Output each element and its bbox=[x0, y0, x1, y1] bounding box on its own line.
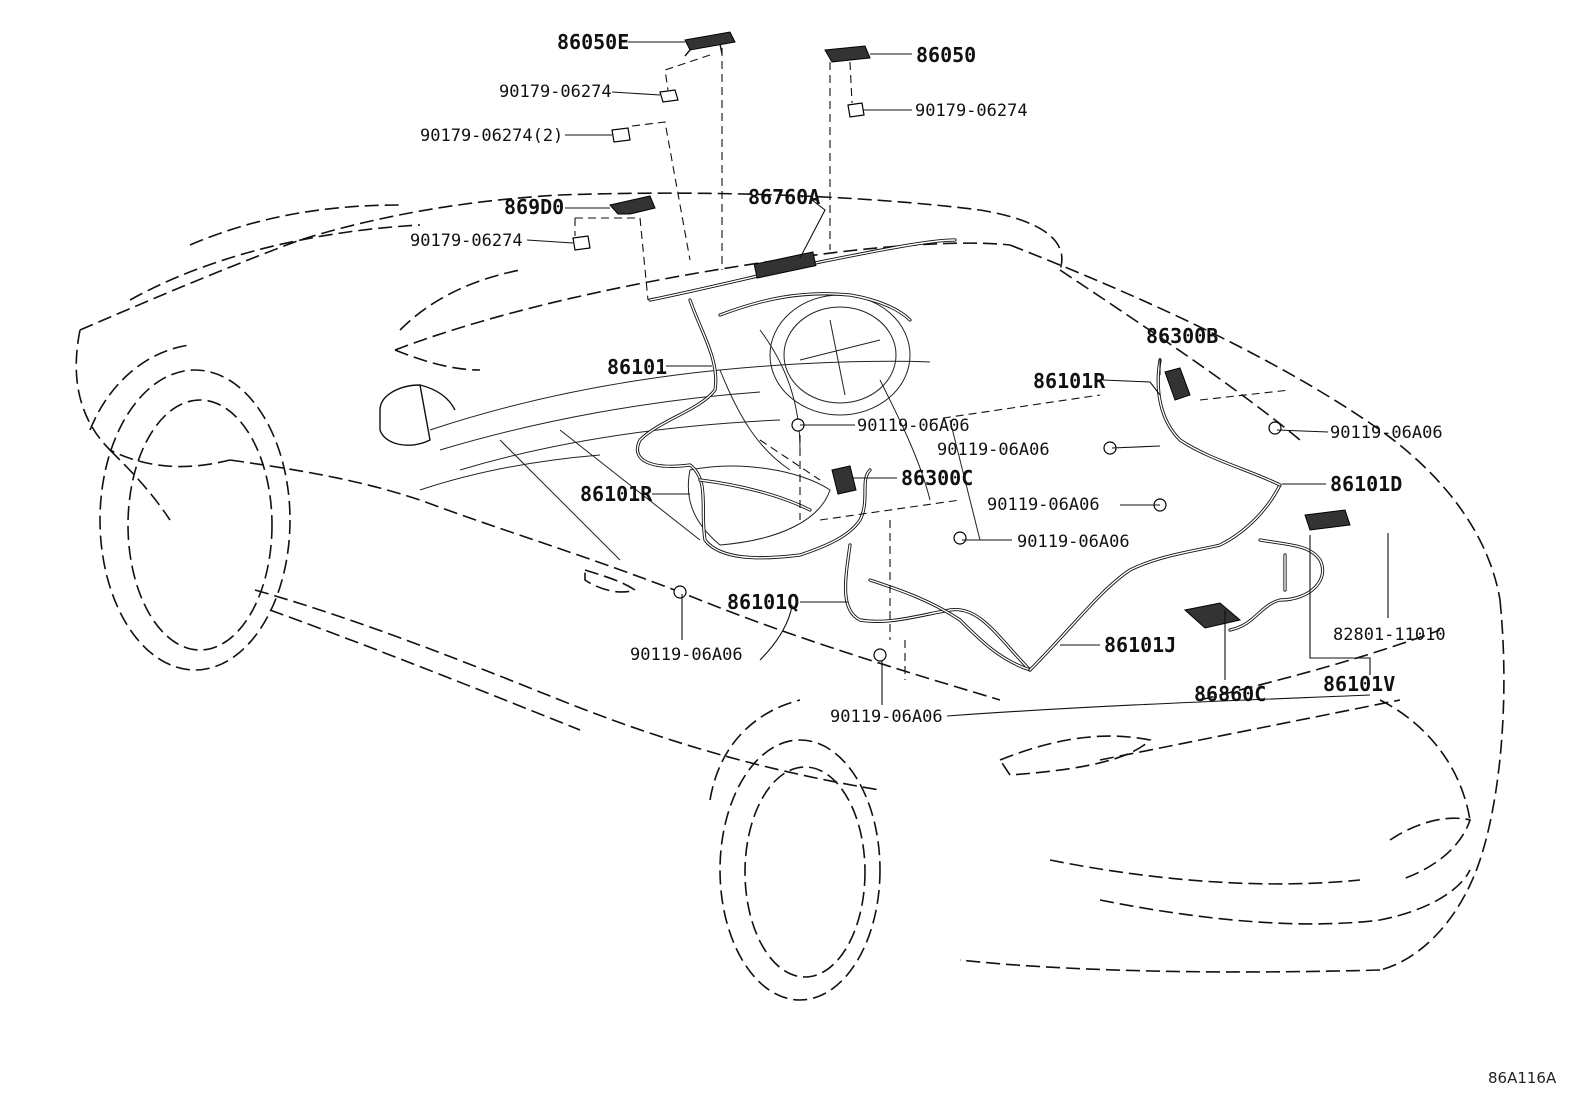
front-wheel bbox=[89, 344, 291, 671]
label-86300C: 86300C bbox=[901, 466, 973, 490]
clip-fasteners bbox=[572, 89, 1282, 662]
label-86101R-b: 86101R bbox=[580, 482, 653, 506]
wire-harness-86101J bbox=[1028, 483, 1282, 672]
label-86101R-a: 86101R bbox=[1033, 369, 1106, 393]
label-86050E: 86050E bbox=[557, 30, 629, 54]
label-82801-11010: 82801-11010 bbox=[1333, 625, 1446, 645]
wire-harness-86101V bbox=[1228, 538, 1325, 632]
label-86101: 86101 bbox=[607, 355, 667, 379]
label-86101V: 86101V bbox=[1323, 672, 1395, 696]
label-90179-06274-a: 90179-06274 bbox=[499, 82, 612, 102]
part-869D0-bracket bbox=[609, 195, 656, 215]
part-86050E-bracket bbox=[684, 31, 736, 57]
car-body-outline bbox=[75, 192, 1505, 973]
part-labels: 86050E 86050 90179-06274 90179-06274 901… bbox=[410, 30, 1446, 727]
label-90179-06274-c: 90179-06274 bbox=[410, 231, 523, 251]
label-86101J: 86101J bbox=[1104, 633, 1176, 657]
label-86760A: 86760A bbox=[748, 185, 820, 209]
rear-wheel bbox=[709, 699, 881, 1001]
label-86050: 86050 bbox=[916, 43, 976, 67]
label-90119-06A06-c: 90119-06A06 bbox=[937, 440, 1050, 460]
label-869D0: 869D0 bbox=[504, 195, 564, 219]
leader-lines bbox=[526, 41, 1389, 717]
label-90179-06274-2: 90179-06274(2) bbox=[420, 126, 563, 146]
wire-harness-86760A bbox=[648, 238, 957, 302]
part-82801-11010-relay bbox=[1304, 509, 1351, 531]
label-90179-06274-b: 90179-06274 bbox=[915, 101, 1028, 121]
part-86860C-module bbox=[1183, 602, 1242, 629]
label-90119-06A06-a: 90119-06A06 bbox=[857, 416, 970, 436]
wire-harness-86101Q bbox=[844, 543, 1032, 672]
part-86300B-connector bbox=[1164, 367, 1191, 401]
part-86050-bracket bbox=[824, 45, 871, 63]
label-86101D: 86101D bbox=[1330, 472, 1402, 496]
label-86860C: 86860C bbox=[1194, 682, 1266, 706]
label-86101Q: 86101Q bbox=[727, 590, 799, 614]
part-86300C-connector bbox=[831, 465, 857, 495]
label-90119-06A06-f: 90119-06A06 bbox=[630, 645, 743, 665]
reference-code: 86A116A bbox=[1488, 1069, 1557, 1087]
label-90119-06A06-g: 90119-06A06 bbox=[830, 707, 943, 727]
label-86300B: 86300B bbox=[1146, 324, 1218, 348]
assembly-dash-lines bbox=[574, 48, 1291, 680]
wire-harness-86101D bbox=[1156, 358, 1282, 487]
label-90119-06A06-d: 90119-06A06 bbox=[987, 495, 1100, 515]
label-90119-06A06-e: 90119-06A06 bbox=[1017, 532, 1130, 552]
label-90119-06A06-b: 90119-06A06 bbox=[1330, 423, 1443, 443]
